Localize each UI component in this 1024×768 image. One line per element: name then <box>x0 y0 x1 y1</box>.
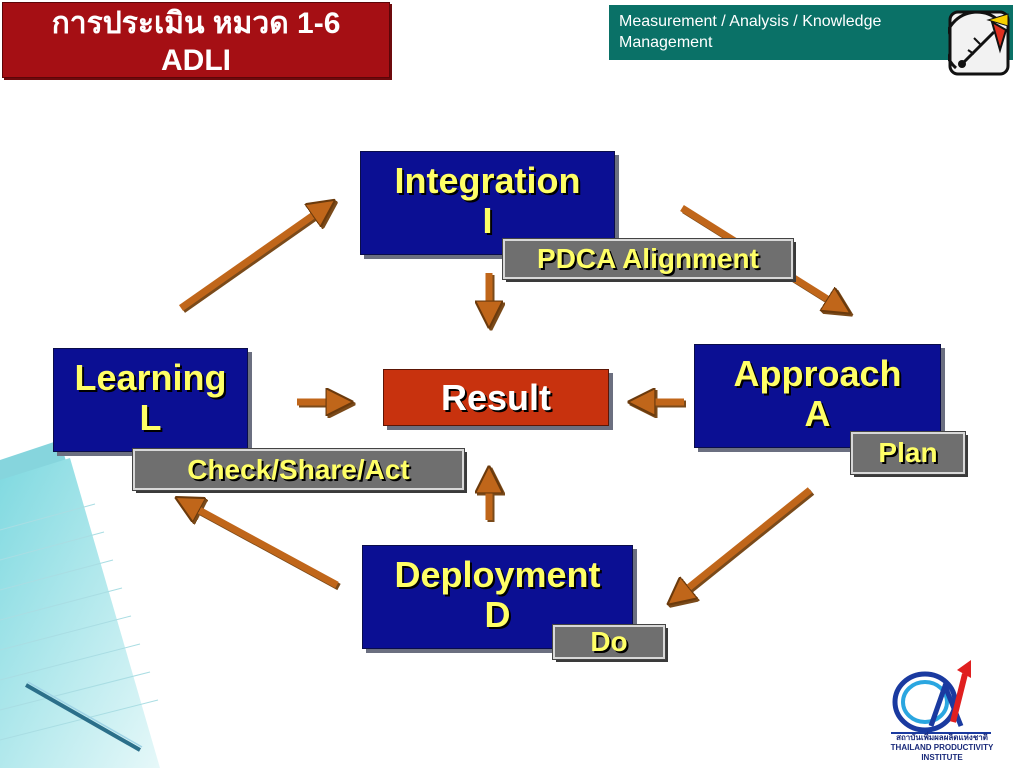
header-line2: Management <box>619 34 713 51</box>
node-deployment-letter: D <box>484 594 511 635</box>
node-learning: Learning L <box>53 348 248 452</box>
gauge-icon <box>948 10 1010 76</box>
slide-title-line1: การประเมิน หมวด 1-6 <box>51 7 341 40</box>
arrow-learning-to-integration <box>178 207 325 311</box>
tag-pdca-alignment: PDCA Alignment <box>502 238 794 280</box>
logo-caption: สถาบันเพิ่มผลผลิตแห่งชาติ THAILAND PRODU… <box>890 733 994 762</box>
notebook-pen-illustration <box>0 440 160 768</box>
node-learning-letter: L <box>139 397 162 438</box>
node-approach: Approach A <box>694 344 941 448</box>
header-band: Measurement / Analysis / Knowledge Manag… <box>609 5 1013 60</box>
arrow-approach-to-deployment <box>677 487 813 597</box>
node-deployment-name: Deployment <box>394 554 601 595</box>
tpi-logo <box>891 660 991 734</box>
tag-check-share-act: Check/Share/Act <box>132 448 465 491</box>
tag-plan: Plan <box>850 431 966 475</box>
arrow-deployment-to-learning <box>186 503 339 589</box>
slide-title: การประเมิน หมวด 1-6 ADLI <box>2 2 390 78</box>
node-integration: Integration I <box>360 151 615 255</box>
header-line1: Measurement / Analysis / Knowledge <box>619 13 882 30</box>
node-integration-name: Integration <box>394 160 581 201</box>
node-deployment: Deployment D <box>362 545 633 649</box>
slide-title-line2: ADLI <box>161 44 231 77</box>
tag-do: Do <box>552 624 666 660</box>
node-integration-letter: I <box>482 200 493 241</box>
result-box: Result <box>383 369 609 426</box>
node-approach-name: Approach <box>733 353 902 394</box>
node-learning-name: Learning <box>74 357 227 398</box>
node-approach-letter: A <box>804 393 831 434</box>
